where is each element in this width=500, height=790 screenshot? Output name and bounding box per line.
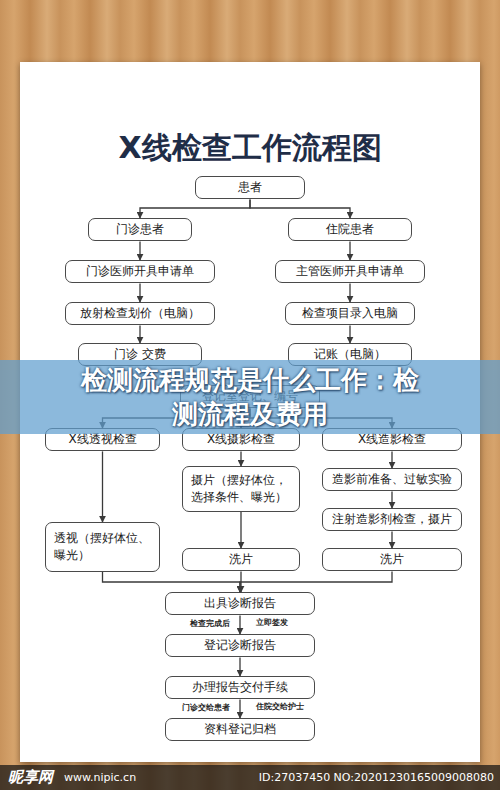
box-text: 放射检查划价（电脑） [80,305,200,322]
box-text: 主管医师开具申请单 [296,263,404,280]
flow-arrow [139,241,140,260]
flow-arrow [239,699,240,718]
process-box: 检查项目录入电脑 [285,302,415,325]
box-text: 门诊患者 [116,221,164,238]
process-box: 患者 [195,176,305,199]
process-box: 住院患者 [288,218,412,241]
process-box: 主管医师开具申请单 [275,260,425,283]
box-text: 门诊医师开具申请单 [86,263,194,280]
process-box: 登记诊断报告 [165,634,315,657]
process-box: 门诊医师开具申请单 [65,260,215,283]
flow-arrow [240,571,392,592]
box-text: 透视（摆好体位、曝光） [54,530,151,565]
flow-arrow [140,199,250,218]
process-box: 注射造影剂检查，摄片 [322,508,462,531]
flow-arrow [349,325,350,343]
overlay-headline: 检测流程规范是什么工作：检测流程及费用 [76,363,424,431]
flow-arrow [240,451,241,466]
process-box: 放射检查划价（电脑） [65,302,215,325]
box-text: 住院患者 [326,221,374,238]
box-text: 造影前准备、过敏实验 [332,471,452,488]
box-text: 检查项目录入电脑 [302,305,398,322]
watermark-logo: 昵享网 [8,768,53,787]
process-box: 洗片 [322,548,462,571]
process-box: 门诊患者 [88,218,192,241]
process-box: 洗片 [182,548,300,571]
edge-label: 门诊交给患者 [182,703,230,713]
flow-arrow [303,366,304,385]
flow-arrow [349,241,350,260]
flow-arrow [102,451,103,522]
flow-arrow [250,408,392,428]
diagram-title: X线检查工作流程图 [0,128,500,169]
flow-arrow [391,531,392,548]
flow-arrow [391,451,392,468]
flow-arrow [239,615,240,634]
box-text: 办理报告交付手续 [192,679,288,696]
note-text: 住院交给护士 [256,702,304,712]
process-box: 资料登记归档 [165,718,315,741]
process-box: 出具诊断报告 [165,592,315,615]
process-box: 办理报告交付手续 [165,676,315,699]
flow-arrow [139,325,140,343]
watermark-id: ID:27037450 NO:20201230165009008080 [259,771,494,784]
flow-arrow [240,512,241,548]
flow-arrow [103,408,251,428]
flow-arrow [103,572,241,592]
box-text: 洗片 [229,551,253,568]
box-text: 注射造影剂检查，摄片 [332,511,452,528]
flow-arrow [240,408,241,428]
process-box: 造影前准备、过敏实验 [322,468,462,491]
flow-arrow [349,283,350,302]
flow-arrow [139,283,140,302]
watermark-url: www.nipic.cn [64,771,136,784]
box-text: 摄片（摆好体位，选择条件、曝光） [191,472,291,507]
box-text: 患者 [238,179,262,196]
box-text: 登记诊断报告 [204,637,276,654]
box-text: 资料登记归档 [204,721,276,738]
note-text: 立即签发 [256,618,288,628]
flow-arrow [239,657,240,676]
edge-label: 检查完成后 [190,619,230,629]
box-text: 洗片 [380,551,404,568]
flow-arrow [250,199,350,218]
box-text: 出具诊断报告 [204,595,276,612]
flow-arrow [391,491,392,508]
flow-arrow [190,366,191,385]
process-box: 透视（摆好体位、曝光） [45,522,160,572]
process-box: 摄片（摆好体位，选择条件、曝光） [182,466,300,512]
